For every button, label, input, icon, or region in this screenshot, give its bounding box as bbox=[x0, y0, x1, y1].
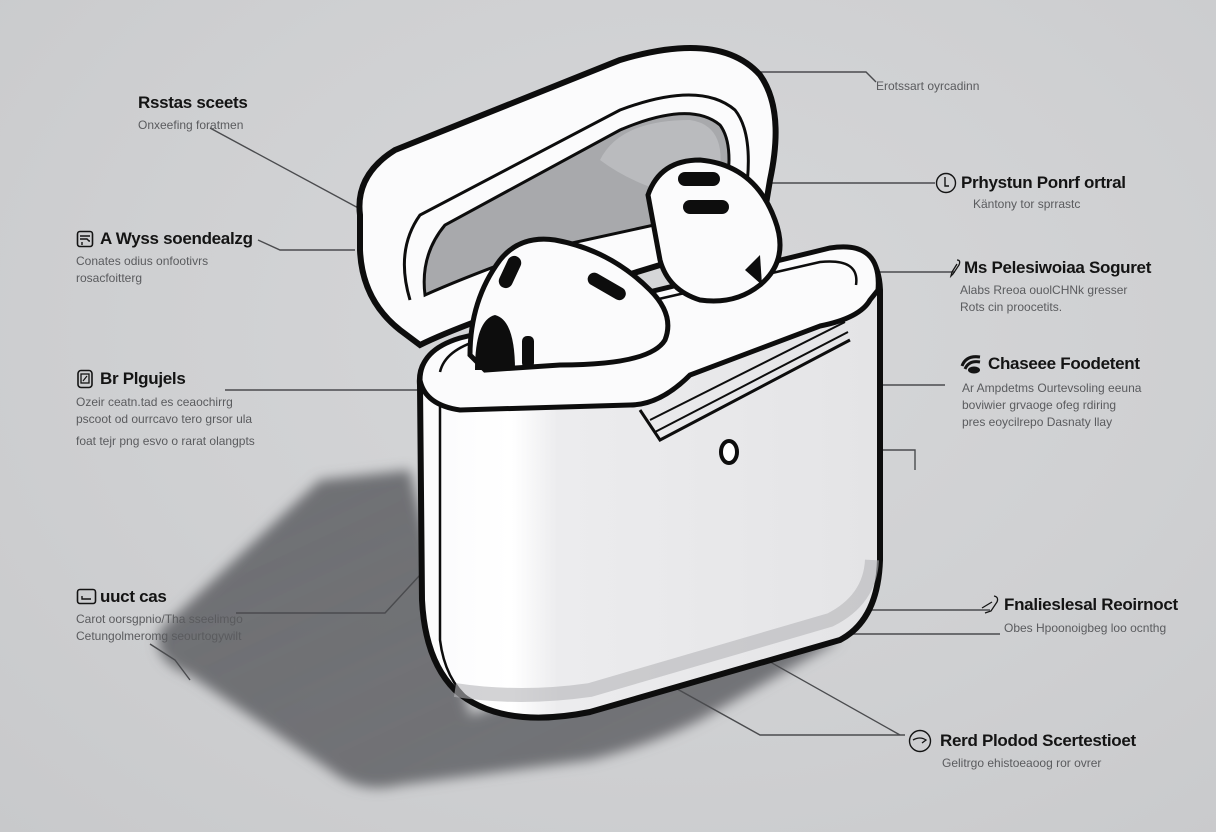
callout-left-4: uuct cas Carot oorsgpnio/Tha sseelimgo C… bbox=[76, 587, 243, 645]
power-circle-icon bbox=[935, 172, 957, 194]
battery-icon bbox=[76, 588, 97, 605]
callout-desc: Ozeir ceatn.tad es ceaochirrg pscoot od … bbox=[76, 395, 255, 448]
callout-title: A Wyss soendealzg bbox=[100, 229, 253, 248]
device-icon bbox=[77, 369, 93, 389]
callout-left-1: Rsstas sceets Onxeefing foratmen bbox=[138, 93, 248, 134]
callout-left-3: Br Plgujels Ozeir ceatn.tad es ceaochirr… bbox=[76, 368, 255, 450]
callout-desc: Gelitrgo ehistoeaoog ror ovrer bbox=[942, 756, 1102, 770]
callout-title: Fnalieslesal Reoirnoct bbox=[1004, 595, 1178, 614]
cast-shadow bbox=[158, 470, 840, 788]
clip-icon bbox=[981, 595, 999, 614]
callout-right-5: Fnalieslesal Reoirnoct Obes Hpoonoigbeg … bbox=[980, 594, 1178, 637]
callout-desc: Ar Ampdetms Ourtevsoling eeuna boviwier … bbox=[962, 381, 1142, 429]
callout-right-4: Chaseee Foodetent Ar Ampdetms Ourtevsoli… bbox=[958, 352, 1141, 431]
wireless-icon bbox=[960, 355, 981, 374]
callout-title: Ms Pelesiwoiaa Soguret bbox=[964, 258, 1152, 277]
document-icon bbox=[76, 230, 94, 248]
callout-desc: Carot oorsgpnio/Tha sseelimgo Cetungolme… bbox=[76, 612, 243, 643]
callout-title: uuct cas bbox=[100, 587, 167, 606]
callout-left-2: A Wyss soendealzg Conates odius onfootiv… bbox=[76, 229, 253, 287]
callout-right-6: Rerd Plodod Scertestioet Gelitrgo ehisto… bbox=[908, 729, 1136, 772]
callout-desc: Conates odius onfootivrs rosacfoitterg bbox=[76, 254, 209, 285]
status-light bbox=[719, 439, 739, 465]
callout-title: Prhystun Ponrf ortral bbox=[961, 173, 1126, 192]
callout-title: Chaseee Foodetent bbox=[988, 354, 1140, 373]
callout-desc: Erotssart oyrcadinn bbox=[876, 79, 980, 93]
pen-icon bbox=[949, 259, 961, 278]
callout-title: Rsstas sceets bbox=[138, 93, 248, 112]
callout-title: Rerd Plodod Scertestioet bbox=[940, 731, 1136, 750]
callout-desc: Onxeefing foratmen bbox=[138, 118, 244, 132]
callout-title: Br Plgujels bbox=[100, 369, 186, 388]
callout-desc: Käntony tor sprrastc bbox=[973, 197, 1081, 211]
callout-right-2: Prhystun Ponrf ortral Käntony tor sprras… bbox=[935, 172, 1126, 213]
callout-desc: Alabs Rreoa ouolCHNk gresser Rots cin pr… bbox=[960, 283, 1128, 314]
callout-right-3: Ms Pelesiwoiaa Soguret Alabs Rreoa ouolC… bbox=[948, 258, 1151, 316]
earbud-right bbox=[645, 157, 783, 304]
callout-right-1: Erotssart oyrcadinn bbox=[876, 74, 979, 95]
eye-circle-icon bbox=[908, 729, 932, 753]
earbud-left bbox=[467, 236, 671, 373]
callout-desc: Obes Hpoonoigbeg loo ocnthg bbox=[1004, 621, 1167, 635]
